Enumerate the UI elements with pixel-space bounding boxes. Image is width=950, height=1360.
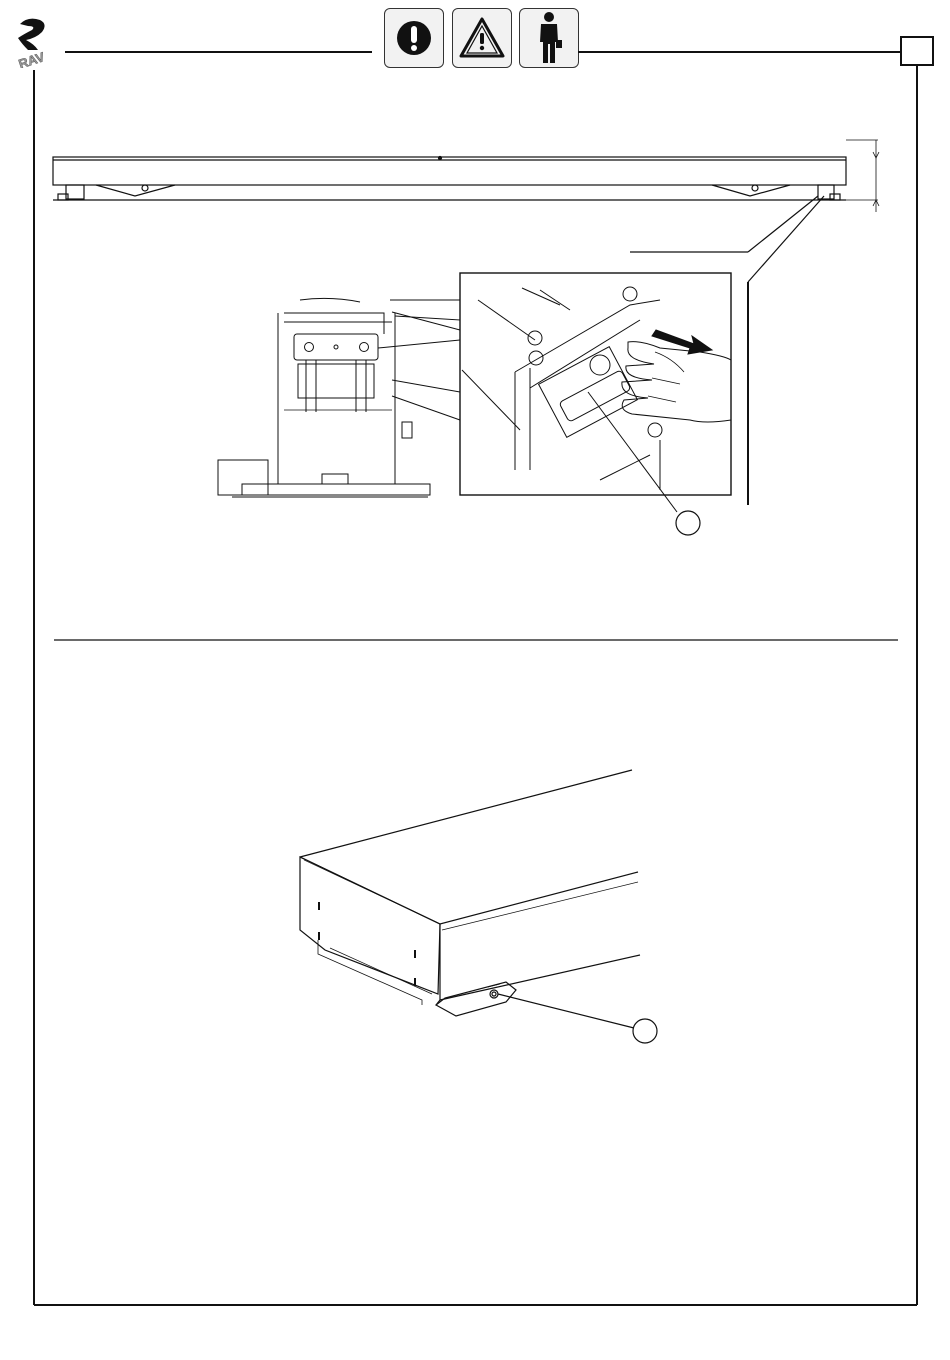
platform-perspective: [300, 770, 657, 1043]
platform-side-elevation: [53, 140, 879, 505]
foot-zoom-detail: [460, 273, 731, 535]
platform-foot-detail: [218, 298, 460, 497]
